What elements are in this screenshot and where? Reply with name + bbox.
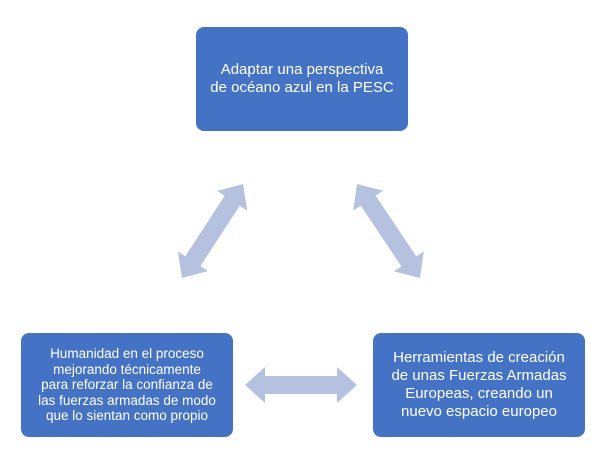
node-blue-ocean-label: Adaptar una perspectiva de océano azul e… xyxy=(210,60,394,96)
arrow-left-right xyxy=(245,367,357,403)
node-tools-label: Herramientas de creación de unas Fuerzas… xyxy=(391,349,567,420)
node-humanity-label: Humanidad en el proceso mejorando técnic… xyxy=(38,345,216,424)
node-humanity: Humanidad en el proceso mejorando técnic… xyxy=(21,333,233,437)
node-blue-ocean: Adaptar una perspectiva de océano azul e… xyxy=(196,27,408,131)
arrow-top-right xyxy=(353,184,424,278)
node-tools: Herramientas de creación de unas Fuerzas… xyxy=(373,333,585,437)
arrow-top-left xyxy=(177,184,248,278)
